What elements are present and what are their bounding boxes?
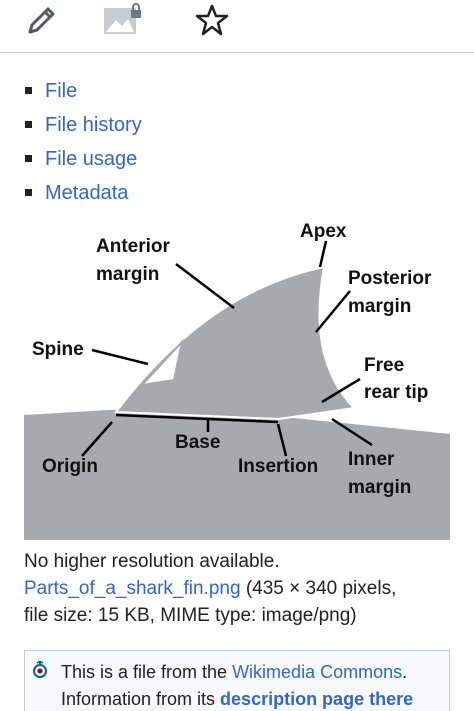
label-inner-2: margin	[348, 477, 411, 498]
pointer-lines	[81, 240, 373, 457]
bullet	[25, 155, 32, 162]
label-posterior: Posterior	[348, 268, 432, 289]
image-locked-icon	[104, 3, 141, 34]
commons-text-part: .	[402, 662, 408, 682]
wikimedia-commons-link[interactable]: Wikimedia Commons	[232, 662, 403, 682]
label-origin: Origin	[42, 456, 98, 477]
shark-fin-image[interactable]: Anterior margin Apex Posterior margin Sp…	[24, 212, 450, 540]
link-metadata[interactable]: Metadata	[45, 182, 129, 204]
label-free: Free	[364, 355, 404, 376]
bullet	[25, 189, 32, 196]
commons-line-1: This is a file from the Wikimedia Common…	[61, 659, 441, 686]
label-insertion: Insertion	[238, 456, 318, 477]
link-file[interactable]: File	[45, 80, 78, 102]
bullet	[25, 87, 32, 94]
commons-notice-box: This is a file from the Wikimedia Common…	[24, 650, 450, 711]
file-size-mime: file size: 15 KB, MIME type: image/png)	[24, 605, 357, 626]
commons-line-2: Information from its description page th…	[61, 686, 441, 711]
label-anterior: Anterior	[96, 236, 171, 257]
file-sections-list: File File history File usage Metadata	[0, 74, 474, 210]
page-actions-toolbar	[0, 0, 474, 53]
link-file-history[interactable]: File history	[45, 114, 142, 136]
shark-fin-diagram: Anterior margin Apex Posterior margin Sp…	[24, 221, 450, 540]
list-item: Metadata	[0, 176, 474, 210]
watch-button[interactable]	[190, 0, 234, 40]
list-item: File history	[0, 108, 474, 142]
link-file-usage[interactable]: File usage	[45, 148, 138, 170]
label-spine: Spine	[32, 339, 84, 360]
label-apex: Apex	[300, 221, 347, 242]
label-inner: Inner	[348, 449, 395, 470]
fin-shape	[114, 265, 357, 421]
upload-image-button[interactable]	[100, 0, 144, 40]
description-page-link[interactable]: description page there	[220, 689, 414, 709]
file-dimensions: (435 × 340 pixels,	[240, 578, 397, 599]
wikimedia-commons-icon	[33, 661, 47, 678]
body-shape	[24, 408, 450, 540]
spine-shape	[139, 338, 184, 387]
commons-notice-text: This is a file from the Wikimedia Common…	[61, 659, 441, 711]
label-posterior-2: margin	[348, 296, 411, 317]
commons-text-part: This is a file from the	[61, 662, 233, 682]
edit-button[interactable]	[20, 0, 64, 40]
label-base: Base	[175, 432, 220, 453]
list-item: File	[0, 74, 474, 108]
file-details: Parts_of_a_shark_fin.png (435 × 340 pixe…	[24, 575, 454, 602]
pencil-icon	[28, 7, 55, 34]
star-icon	[195, 4, 229, 36]
list-item: File usage	[0, 142, 474, 176]
no-higher-resolution-text: No higher resolution available.	[24, 551, 280, 572]
file-name-link[interactable]: Parts_of_a_shark_fin.png	[24, 578, 241, 599]
bullet	[25, 121, 32, 128]
commons-text-part: Information from its	[61, 689, 221, 709]
file-info: No higher resolution available. Parts_of…	[24, 548, 454, 629]
label-free-2: rear tip	[364, 382, 428, 403]
label-anterior-2: margin	[96, 264, 159, 285]
